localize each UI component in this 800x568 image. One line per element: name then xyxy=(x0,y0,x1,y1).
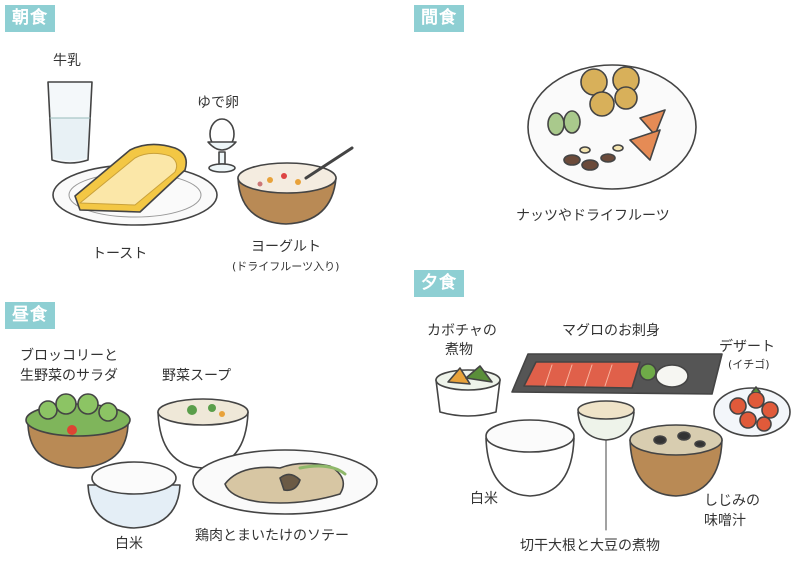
milk-label: 牛乳 xyxy=(53,53,81,69)
egg-label: ゆで卵 xyxy=(197,95,239,111)
dinner-rice-label: 白米 xyxy=(470,491,498,507)
sashimi-plate-icon xyxy=(511,353,723,395)
yogurt-label: ヨーグルト xyxy=(251,239,321,255)
pumpkin-label-line2: 煮物 xyxy=(445,342,473,358)
lunch-rice-label: 白米 xyxy=(115,536,143,552)
egg-cup-icon xyxy=(207,118,237,173)
yogurt-note: (ドライフルーツ入り) xyxy=(232,260,340,273)
sashimi-label: マグロのお刺身 xyxy=(562,323,660,339)
chicken-plate-icon xyxy=(192,449,378,515)
salad-label-line2: 生野菜のサラダ xyxy=(20,368,118,384)
daikon-bowl-icon xyxy=(577,400,635,531)
dinner-rice-bowl-icon xyxy=(485,419,575,497)
dinner-tag: 夕食 xyxy=(414,270,464,297)
nuts-plate-icon xyxy=(527,64,697,190)
daikon-label: 切干大根と大豆の煮物 xyxy=(520,538,660,554)
toast-label: トースト xyxy=(92,246,148,262)
breakfast-tag: 朝食 xyxy=(5,5,55,32)
salad-bowl-icon xyxy=(25,393,131,469)
pumpkin-bowl-icon xyxy=(435,365,501,417)
soup-label: 野菜スープ xyxy=(162,368,232,384)
miso-label-line2: 味噌汁 xyxy=(704,513,746,529)
miso-label-line1: しじみの xyxy=(704,493,760,509)
salad-label-line1: ブロッコリーと xyxy=(20,348,118,364)
dessert-note: (イチゴ) xyxy=(728,358,770,371)
pumpkin-label-line1: カボチャの xyxy=(427,323,497,339)
snack-tag: 間食 xyxy=(414,5,464,32)
nuts-label: ナッツやドライフルーツ xyxy=(516,208,670,224)
lunch-tag: 昼食 xyxy=(5,302,55,329)
chicken-label: 鶏肉とまいたけのソテー xyxy=(195,528,349,544)
lunch-rice-bowl-icon xyxy=(87,461,181,529)
miso-soup-icon xyxy=(629,424,723,497)
dessert-label: デザート xyxy=(719,339,775,355)
toast-plate-icon xyxy=(52,143,218,226)
vegetable-soup-icon xyxy=(157,398,249,469)
milk-glass-icon xyxy=(47,81,93,164)
strawberry-dish-icon xyxy=(713,386,791,437)
yogurt-bowl-icon xyxy=(237,146,354,225)
